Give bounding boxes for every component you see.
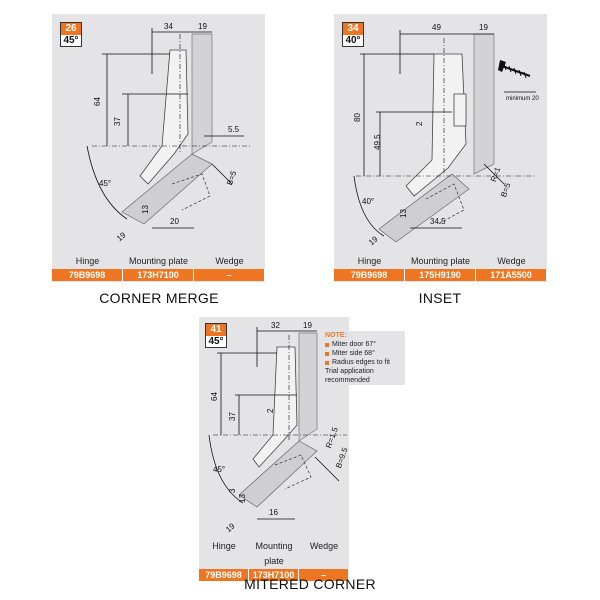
value-hinge: 79B9698 [334,269,405,281]
header-wedge: Wedge [194,254,265,269]
dim-right-top: 19 [479,23,488,32]
dim-height-outer: 64 [210,392,219,401]
badge-number: 41 [206,324,226,336]
bullet-icon [325,360,329,365]
header-wedge: Wedge [299,539,349,569]
header-hinge: Hinge [334,254,405,269]
caption-corner-merge: CORNER MERGE [99,290,219,306]
dim-two: 2 [415,121,424,126]
dim-right-top: 19 [198,22,207,31]
dim-angle: 40° [362,197,374,206]
note-item: Miter door 67° [332,341,377,348]
value-hinge: 79B9698 [199,569,249,581]
dim-height-inner: 37 [113,117,122,126]
value-wedge: – [299,569,349,581]
value-wedge: – [194,269,265,281]
dim-small-13: 13 [238,494,247,503]
bullet-icon [325,342,329,347]
parts-table: Hinge Mounting plate Wedge 79B9698 173H7… [199,539,349,581]
panel-inset: 49 19 minimum 20 80 49.5 2 R=1 B=5 40° 1… [334,14,547,282]
parts-table: Hinge Mounting plate Wedge 79B9698 175H9… [334,254,547,281]
angle-badge: 41 45° [205,323,227,348]
hinge-arm [252,346,298,468]
value-mounting-plate: 175H9190 [405,269,476,281]
angle-badge: 34 40° [342,22,364,47]
dim-bottom: 16 [269,508,278,517]
dim-height-outer: 64 [93,97,102,106]
badge-number: 26 [61,23,81,35]
header-wedge: Wedge [476,254,547,269]
dim-bottom: 34.5 [430,217,446,226]
note-tail: Trial application recommended [325,368,374,384]
note-item: Miter side 68° [332,350,375,357]
mitered-corner-drawing: 32 19 64 37 2 R=1.5 B=9.5 45° 3 13 16 19 [208,321,349,534]
screw-icon [498,60,531,79]
header-hinge: Hinge [52,254,123,269]
caption-inset: INSET [418,290,462,306]
dim-bottom: 20 [170,217,179,226]
door-panel [378,173,470,243]
panel-corner-merge: 34 19 64 37 5.5 B=5 45° 13 20 19 26 45° … [52,14,265,282]
cabinet-side [298,332,318,442]
hinge-cup [453,93,467,127]
value-mounting-plate: 173H7100 [123,269,194,281]
hinge-arm [405,53,467,197]
panel-mitered-corner: 32 19 64 37 2 R=1.5 B=9.5 45° 3 13 16 19… [199,317,405,581]
bullet-icon [325,351,329,356]
note-title: NOTE: [325,332,347,339]
door-panel [121,153,213,225]
note-item: Radius edges to fit [332,359,390,366]
dim-b: B=5 [225,169,239,186]
dim-height-outer: 80 [353,113,362,122]
dim-two: 2 [266,408,275,413]
dim-angle: 45° [213,465,225,474]
dim-small-3: 3 [228,488,237,493]
dim-diagonal: 19 [224,521,237,534]
value-hinge: 79B9698 [52,269,123,281]
badge-angle: 45° [208,336,224,347]
header-mounting-plate: Mounting plate [123,254,194,269]
dim-r: R=1.5 [324,426,340,450]
parts-table: Hinge Mounting plate Wedge 79B9698 173H7… [52,254,265,281]
dim-b: B=5 [499,181,513,198]
screw-label: minimum 20 [506,96,539,102]
badge-angle: 45° [63,35,79,46]
dim-diagonal: 19 [367,234,380,247]
dim-height-inner: 49.5 [373,134,382,150]
header-mounting-plate: Mounting plate [249,539,299,569]
dim-diagonal: 19 [115,230,128,243]
corner-merge-drawing: 34 19 64 37 5.5 B=5 45° 13 20 19 [86,22,252,243]
value-mounting-plate: 173H7100 [249,569,299,581]
note-box: NOTE: Miter door 67° Miter side 68° Radi… [325,331,405,385]
dim-right-top: 19 [303,321,312,330]
dim-small-13: 13 [399,209,408,218]
door-panel [238,440,318,508]
header-mounting-plate: Mounting plate [405,254,476,269]
dim-top-width: 49 [432,23,441,32]
dim-angle: 45° [99,179,111,188]
cabinet-side [473,33,495,175]
inset-drawing: 49 19 minimum 20 80 49.5 2 R=1 B=5 40° 1… [353,23,539,247]
dim-gap: 5.5 [228,125,240,134]
dim-top-width: 34 [164,22,173,31]
dim-b: B=9.5 [334,446,349,469]
caption-mitered-corner: MITERED CORNER [244,576,376,592]
value-wedge: 171A5500 [476,269,547,281]
angle-badge: 26 45° [60,22,82,47]
hinge-arm [139,49,189,185]
dim-top-width: 32 [271,321,280,330]
header-hinge: Hinge [199,539,249,569]
badge-number: 34 [343,23,363,35]
badge-angle: 40° [345,35,361,46]
cabinet-side [191,33,213,155]
dim-small-13: 13 [141,205,150,214]
dim-height-inner: 37 [228,412,237,421]
